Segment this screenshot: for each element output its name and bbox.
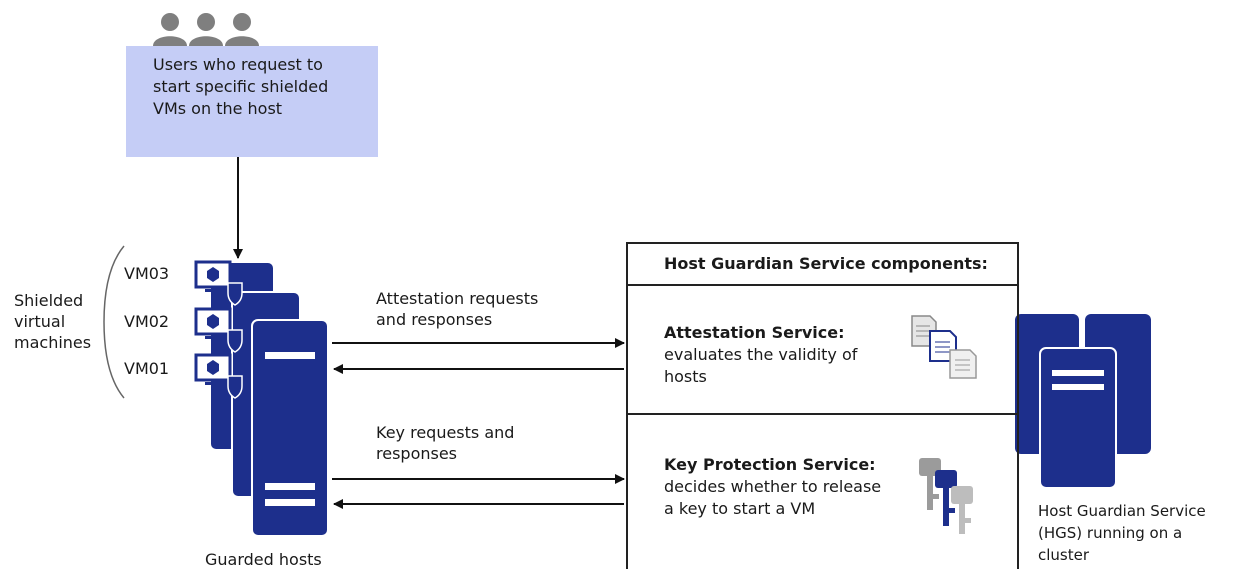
server-icon [251,319,329,537]
key-protection-service-colon: : [869,455,876,474]
users-box-line-2: start specific shielded [153,77,329,96]
keys-icon [919,458,973,534]
key-arrow-label-line-1: Key requests and [376,423,515,442]
attestation-service-colon: : [838,323,845,342]
monitor-icon [194,353,232,385]
guarded-hosts-label: Guarded hosts [205,550,322,569]
key-protection-service-title: Key Protection Service [664,455,870,474]
vm-bracket [103,245,125,399]
attestation-service-block: Attestation Service: evaluates the valid… [664,322,904,388]
hgs-panel-title: Host Guardian Service components: [664,254,988,273]
hgs-components-panel [626,242,1019,569]
key-protection-service-block: Key Protection Service: decides whether … [664,454,914,520]
attestation-service-desc-line-1: evaluates the validity of [664,345,858,364]
vm-label-vm03: VM03 [124,264,170,283]
users-box: Users who request to start specific shie… [126,46,378,157]
key-arrow-label-line-2: responses [376,444,458,463]
shielded-vms-label-line-2: virtual [14,312,66,331]
shield-icon [227,375,243,399]
hgs-section-divider [626,413,1019,415]
attestation-service-desc-line-2: hosts [664,367,707,386]
shield-icon [227,329,243,353]
shielded-vms-label-line-3: machines [14,333,92,352]
hgs-cluster-label-line-2: (HGS) running on a [1038,524,1183,542]
shield-icon [227,282,243,306]
key-protection-service-desc-line-1: decides whether to release [664,477,882,496]
key-protection-service-desc-line-2: a key to start a VM [664,499,816,518]
attestation-service-title: Attestation Service [664,323,839,342]
documents-icon [911,315,977,379]
users-box-line-1: Users who request to [153,55,323,74]
attestation-arrow-label: Attestation requests and responses [376,288,538,330]
users-icon [153,13,259,46]
attestation-arrow-label-line-2: and responses [376,310,493,329]
users-box-line-3: VMs on the host [153,99,283,118]
hgs-cluster-server-front [1039,347,1117,489]
hgs-cluster-label-line-3: cluster [1038,546,1090,564]
key-arrow-label: Key requests and responses [376,422,514,464]
vm-label-vm01: VM01 [124,359,170,378]
hgs-cluster-label: Host Guardian Service (HGS) running on a… [1038,500,1206,566]
shielded-vms-label: Shielded virtual machines [14,290,91,353]
attestation-arrow-label-line-1: Attestation requests [376,289,539,308]
hgs-title-divider [626,284,1019,286]
monitor-icon [194,307,232,339]
monitor-icon [194,260,232,292]
hgs-cluster-label-line-1: Host Guardian Service [1038,502,1206,520]
shielded-vms-label-line-1: Shielded [14,291,84,310]
vm-label-vm02: VM02 [124,312,170,331]
